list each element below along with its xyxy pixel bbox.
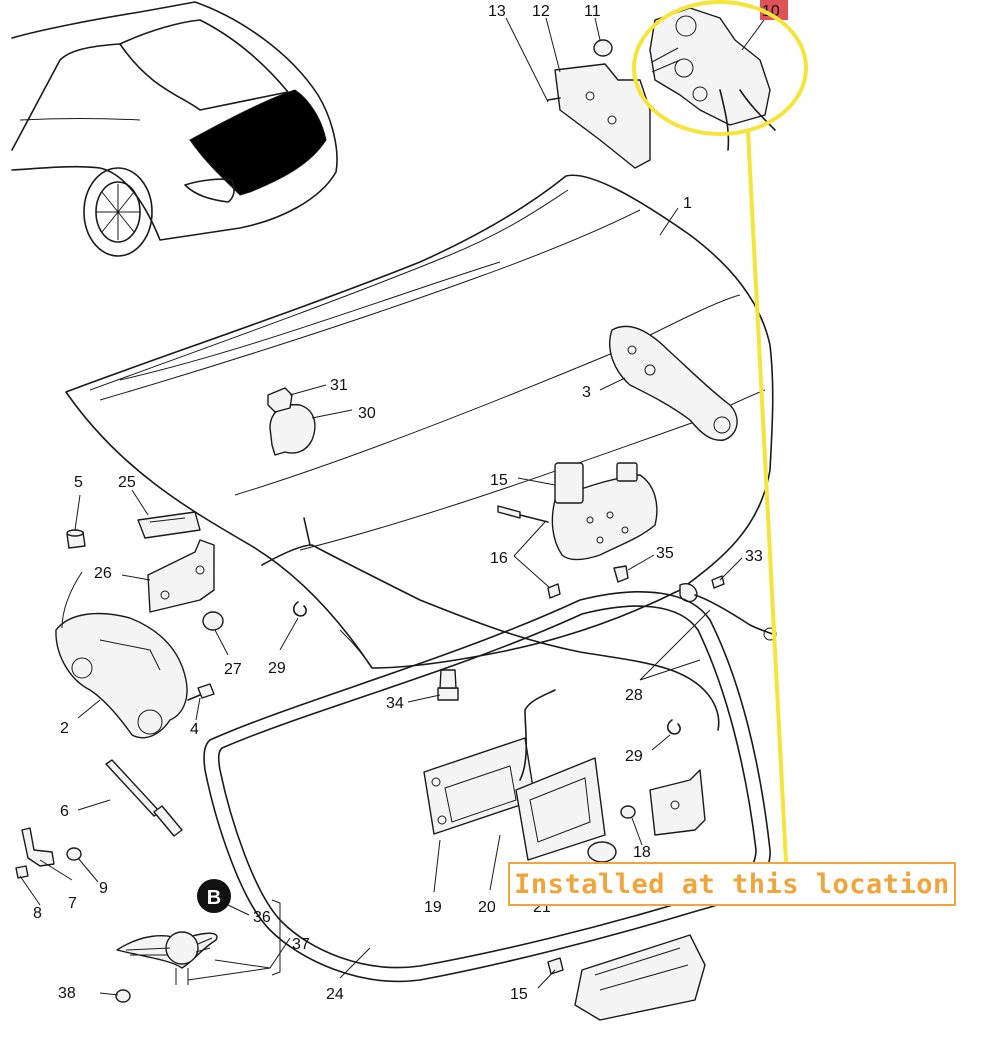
callout-11: 11 (584, 3, 601, 20)
closing-motor-part (649, 7, 776, 151)
location-note-label: Installed at this location (508, 862, 956, 906)
handle-module-part (423, 689, 556, 835)
switch-25-part (137, 511, 201, 539)
callout-1: 1 (683, 195, 692, 212)
release-cable-part (261, 544, 720, 731)
nut-9-part (66, 847, 82, 861)
callout-6: 6 (60, 803, 69, 820)
cable-33-part (679, 575, 777, 641)
callout-13: 13 (488, 3, 506, 20)
callout-27: 27 (224, 661, 242, 678)
trunk-lid-part (65, 174, 774, 669)
callout-15-upper: 15 (490, 472, 508, 489)
callout-10-highlight (760, 0, 788, 20)
svg-text:B: B (207, 887, 221, 909)
location-highlight (632, 0, 808, 863)
callout-25: 25 (118, 474, 136, 491)
callout-37: 37 (292, 936, 310, 953)
callout-35: 35 (656, 545, 674, 562)
bumper-5-part (66, 529, 86, 549)
lock-15b-part (547, 934, 706, 1021)
callout-15-lower: 15 (510, 986, 528, 1003)
screw-8-part (15, 865, 29, 879)
screw-16b-part (547, 583, 561, 599)
plug-34-part (437, 669, 459, 701)
clip-29b-part (666, 719, 681, 735)
bracket-26-part (147, 539, 215, 613)
bracket-37-brace (271, 899, 281, 976)
bracket-7-part (21, 827, 55, 867)
callout-29-left: 29 (268, 660, 286, 677)
callout-19: 19 (424, 899, 442, 916)
callout-7: 7 (68, 895, 77, 912)
callout-5: 5 (74, 474, 83, 491)
screw-4-part (187, 683, 215, 701)
callout-12: 12 (532, 3, 550, 20)
callout-26: 26 (94, 565, 112, 582)
car-thumbnail (11, 1, 338, 257)
callout-31: 31 (330, 377, 348, 394)
highlight-pointer-line (746, 131, 788, 863)
highlight-circle (632, 0, 808, 136)
gas-strut-6-part (105, 759, 183, 837)
callout-20: 20 (478, 899, 496, 916)
callout-33: 33 (745, 548, 763, 565)
clamp-30-part (267, 387, 316, 456)
callout-30: 30 (358, 405, 376, 422)
callout-8: 8 (33, 905, 42, 922)
callout-24: 24 (326, 986, 344, 1003)
hinge-left-part (55, 612, 188, 739)
callout-38: 38 (58, 985, 76, 1002)
clip-29-part (292, 601, 307, 617)
nut-11-part (593, 39, 613, 57)
bracket-18-part (620, 769, 706, 836)
gasket-20-part (515, 757, 617, 863)
motor-bracket-12-part (547, 63, 651, 169)
leader-lines (19, 17, 765, 996)
callout-16: 16 (490, 550, 508, 567)
callout-2: 2 (60, 720, 69, 737)
badge-36-part: B (197, 879, 231, 913)
callout-labels: 1 2 3 4 5 6 7 8 9 10 11 12 13 15 15 16 1… (33, 0, 788, 1003)
callout-4: 4 (190, 721, 199, 738)
hinge-right-part (609, 325, 738, 441)
nut-27-part (202, 611, 224, 631)
callout-28: 28 (625, 687, 643, 704)
lock-actuator-part (551, 462, 658, 561)
bolt-16-part (497, 505, 549, 523)
callout-3: 3 (582, 384, 591, 401)
winged-emblem-part (116, 931, 218, 985)
callout-9: 9 (99, 880, 108, 897)
callout-18: 18 (633, 844, 651, 861)
callout-29-right: 29 (625, 748, 643, 765)
callout-34: 34 (386, 695, 404, 712)
nut-38-part (115, 989, 131, 1003)
callout-36: 36 (253, 909, 271, 926)
clip-35-part (613, 565, 629, 583)
